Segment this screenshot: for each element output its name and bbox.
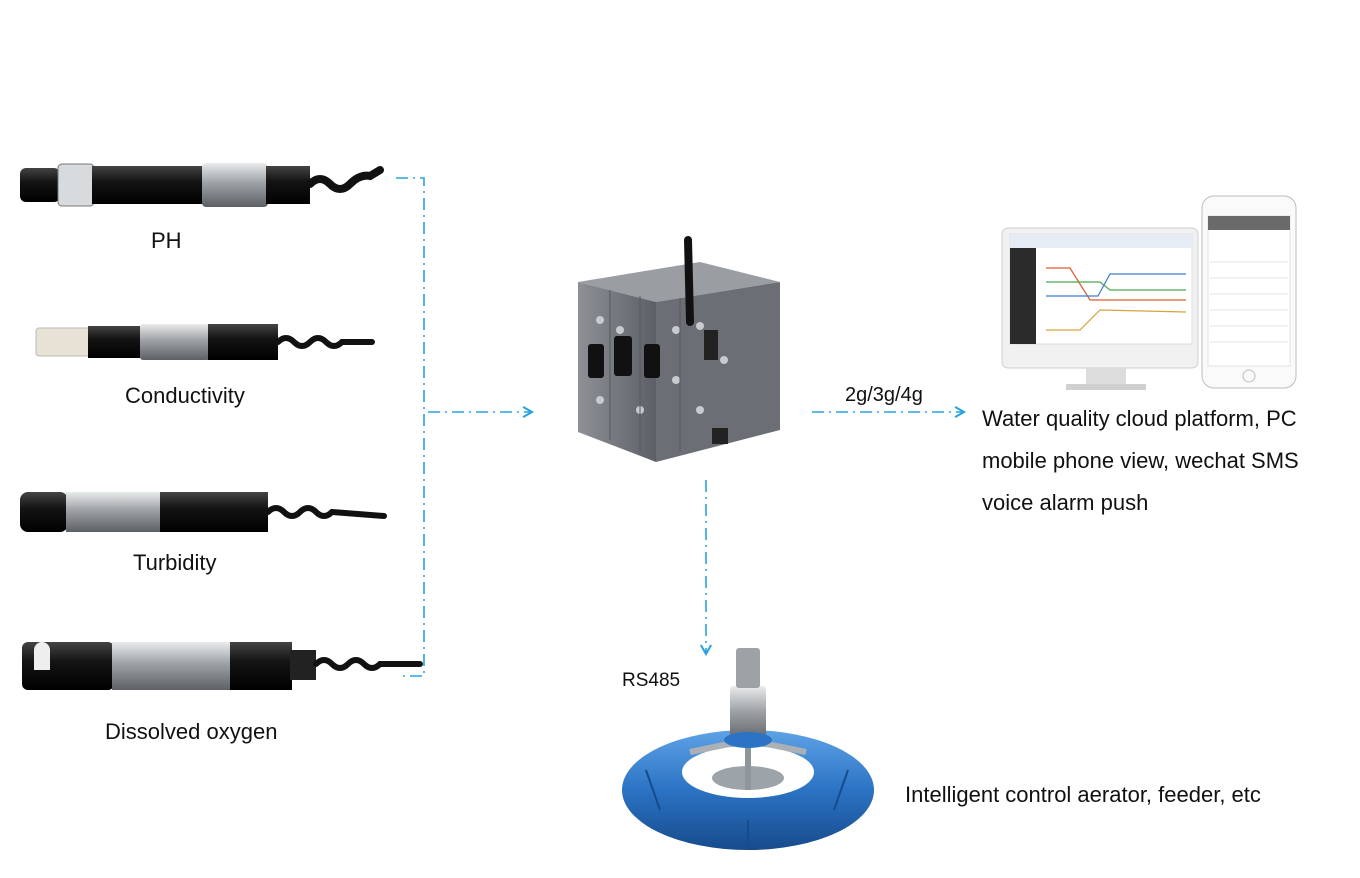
cloud-line-1: Water quality cloud platform, PC (982, 406, 1297, 431)
rs485-label: RS485 (622, 670, 681, 691)
network-link-label: 2g/3g/4g (845, 384, 923, 406)
dissolved-oxygen-probe-icon (22, 642, 423, 690)
pc-and-phone-icon (1001, 195, 1297, 390)
aerator-label: Intelligent control aerator, feeder, etc (905, 782, 1261, 807)
ph-probe-icon (20, 163, 384, 207)
sensor-label-dissolved-oxygen: Dissolved oxygen (105, 719, 278, 744)
cloud-line-3: voice alarm push (982, 490, 1149, 515)
data-logger-gateway-icon (578, 236, 780, 462)
cloud-line-2: mobile phone view, wechat SMS (982, 448, 1299, 473)
sensor-label-conductivity: Conductivity (125, 383, 245, 408)
turbidity-probe-icon (20, 492, 387, 532)
sensor-label-turbidity: Turbidity (133, 550, 217, 575)
sensor-bus-connector (396, 177, 535, 677)
aerator-icon (622, 648, 874, 850)
conductivity-probe-icon (35, 324, 375, 360)
cloud-platform-description: Water quality cloud platform, PC mobile … (982, 398, 1352, 524)
sensor-label-ph: PH (151, 228, 182, 253)
